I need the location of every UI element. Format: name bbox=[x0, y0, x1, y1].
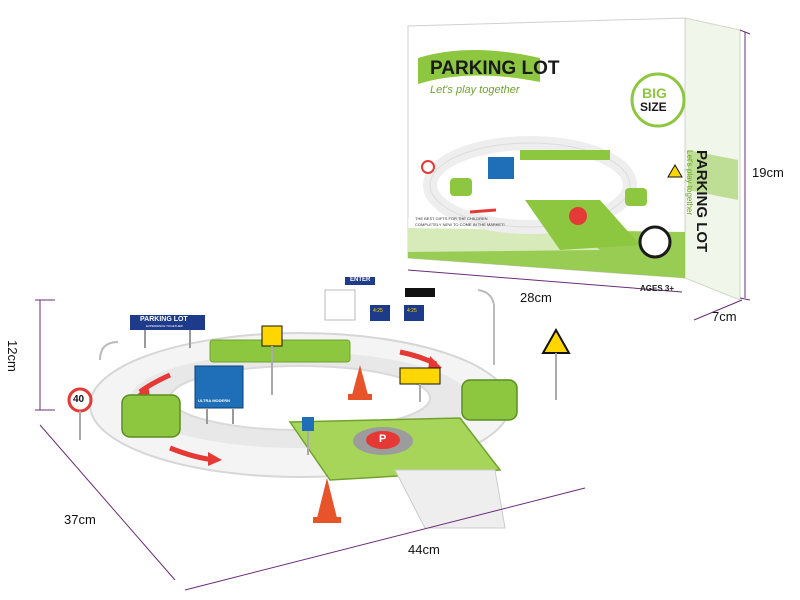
parking-lot-sign-text: PARKING LOT bbox=[140, 316, 188, 323]
set-depth-label: 37cm bbox=[64, 512, 96, 527]
speed-limit-text: 40 bbox=[73, 394, 85, 405]
pump-2-text: 4:25 bbox=[407, 308, 417, 314]
parking-lot-sign-subtext: EXPERIENCE TOGETHER bbox=[146, 324, 183, 328]
pump-1-text: 4:25 bbox=[373, 308, 383, 314]
box-height-label: 19cm bbox=[752, 165, 784, 180]
ages-label: AGES 3+ bbox=[640, 284, 675, 293]
box-subtitle: Let's play together bbox=[430, 84, 520, 96]
side-title: PARKING LOT bbox=[693, 150, 710, 253]
box-dimension-lines bbox=[407, 29, 751, 321]
billboard-text: ULTRA MODERN bbox=[198, 398, 230, 403]
side-subtitle: Let's play together bbox=[685, 150, 694, 216]
parking-p-text: P bbox=[379, 433, 387, 445]
enter-sign-text: ENTER bbox=[350, 277, 371, 283]
box-title: PARKING LOT bbox=[430, 58, 560, 79]
box-width-label: 28cm bbox=[520, 290, 552, 305]
badge-line-2: SIZE bbox=[640, 100, 667, 114]
playset bbox=[67, 277, 571, 529]
set-dimension-lines bbox=[35, 299, 586, 591]
box-depth-label: 7cm bbox=[712, 309, 737, 324]
product-box bbox=[407, 17, 741, 301]
box-small-text-2: COMPLETELY NEW TO COME IN THE MARKET! bbox=[415, 222, 505, 227]
set-height-label: 12cm bbox=[5, 340, 20, 372]
badge-line-1: BIG bbox=[642, 85, 667, 101]
set-width-label: 44cm bbox=[408, 542, 440, 557]
box-small-text-1: THE BEST GIFTS FOR THE CHILDREN bbox=[415, 216, 488, 221]
